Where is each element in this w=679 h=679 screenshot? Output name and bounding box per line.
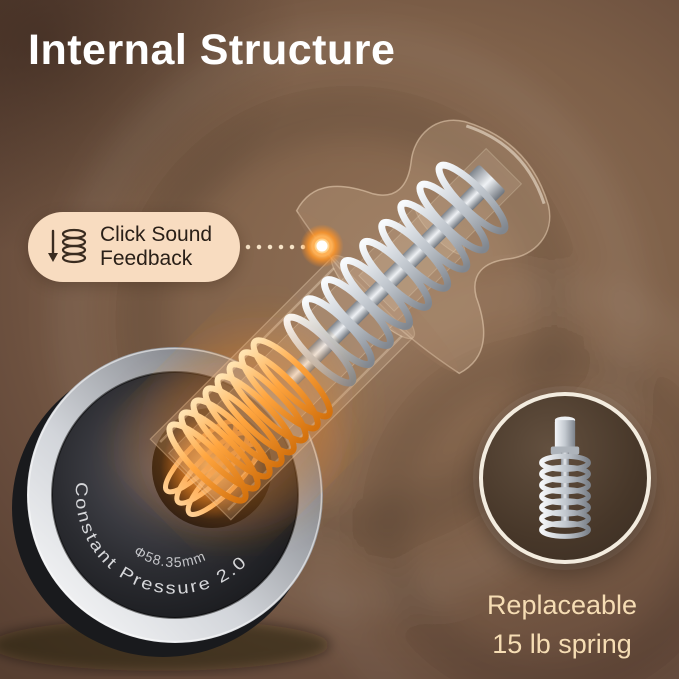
badge-caption: Replaceable 15 lb spring [452,586,672,664]
replaceable-spring-icon [539,416,591,539]
callout-text: Click Sound Feedback [100,223,212,272]
callout-line2: Feedback [100,247,193,270]
click-point-glow [295,219,349,273]
click-sound-callout: Click Sound Feedback [28,212,240,282]
page-title: Internal Structure [28,26,396,74]
lower-spring-orange [150,328,342,520]
spring-click-icon [48,228,87,264]
replaceable-spring-badge [479,392,651,564]
badge-caption-line2: 15 lb spring [492,629,632,660]
callout-line1: Click Sound [100,222,213,246]
tamper-ghost-body [149,119,551,521]
badge-caption-line1: Replaceable [486,590,638,620]
